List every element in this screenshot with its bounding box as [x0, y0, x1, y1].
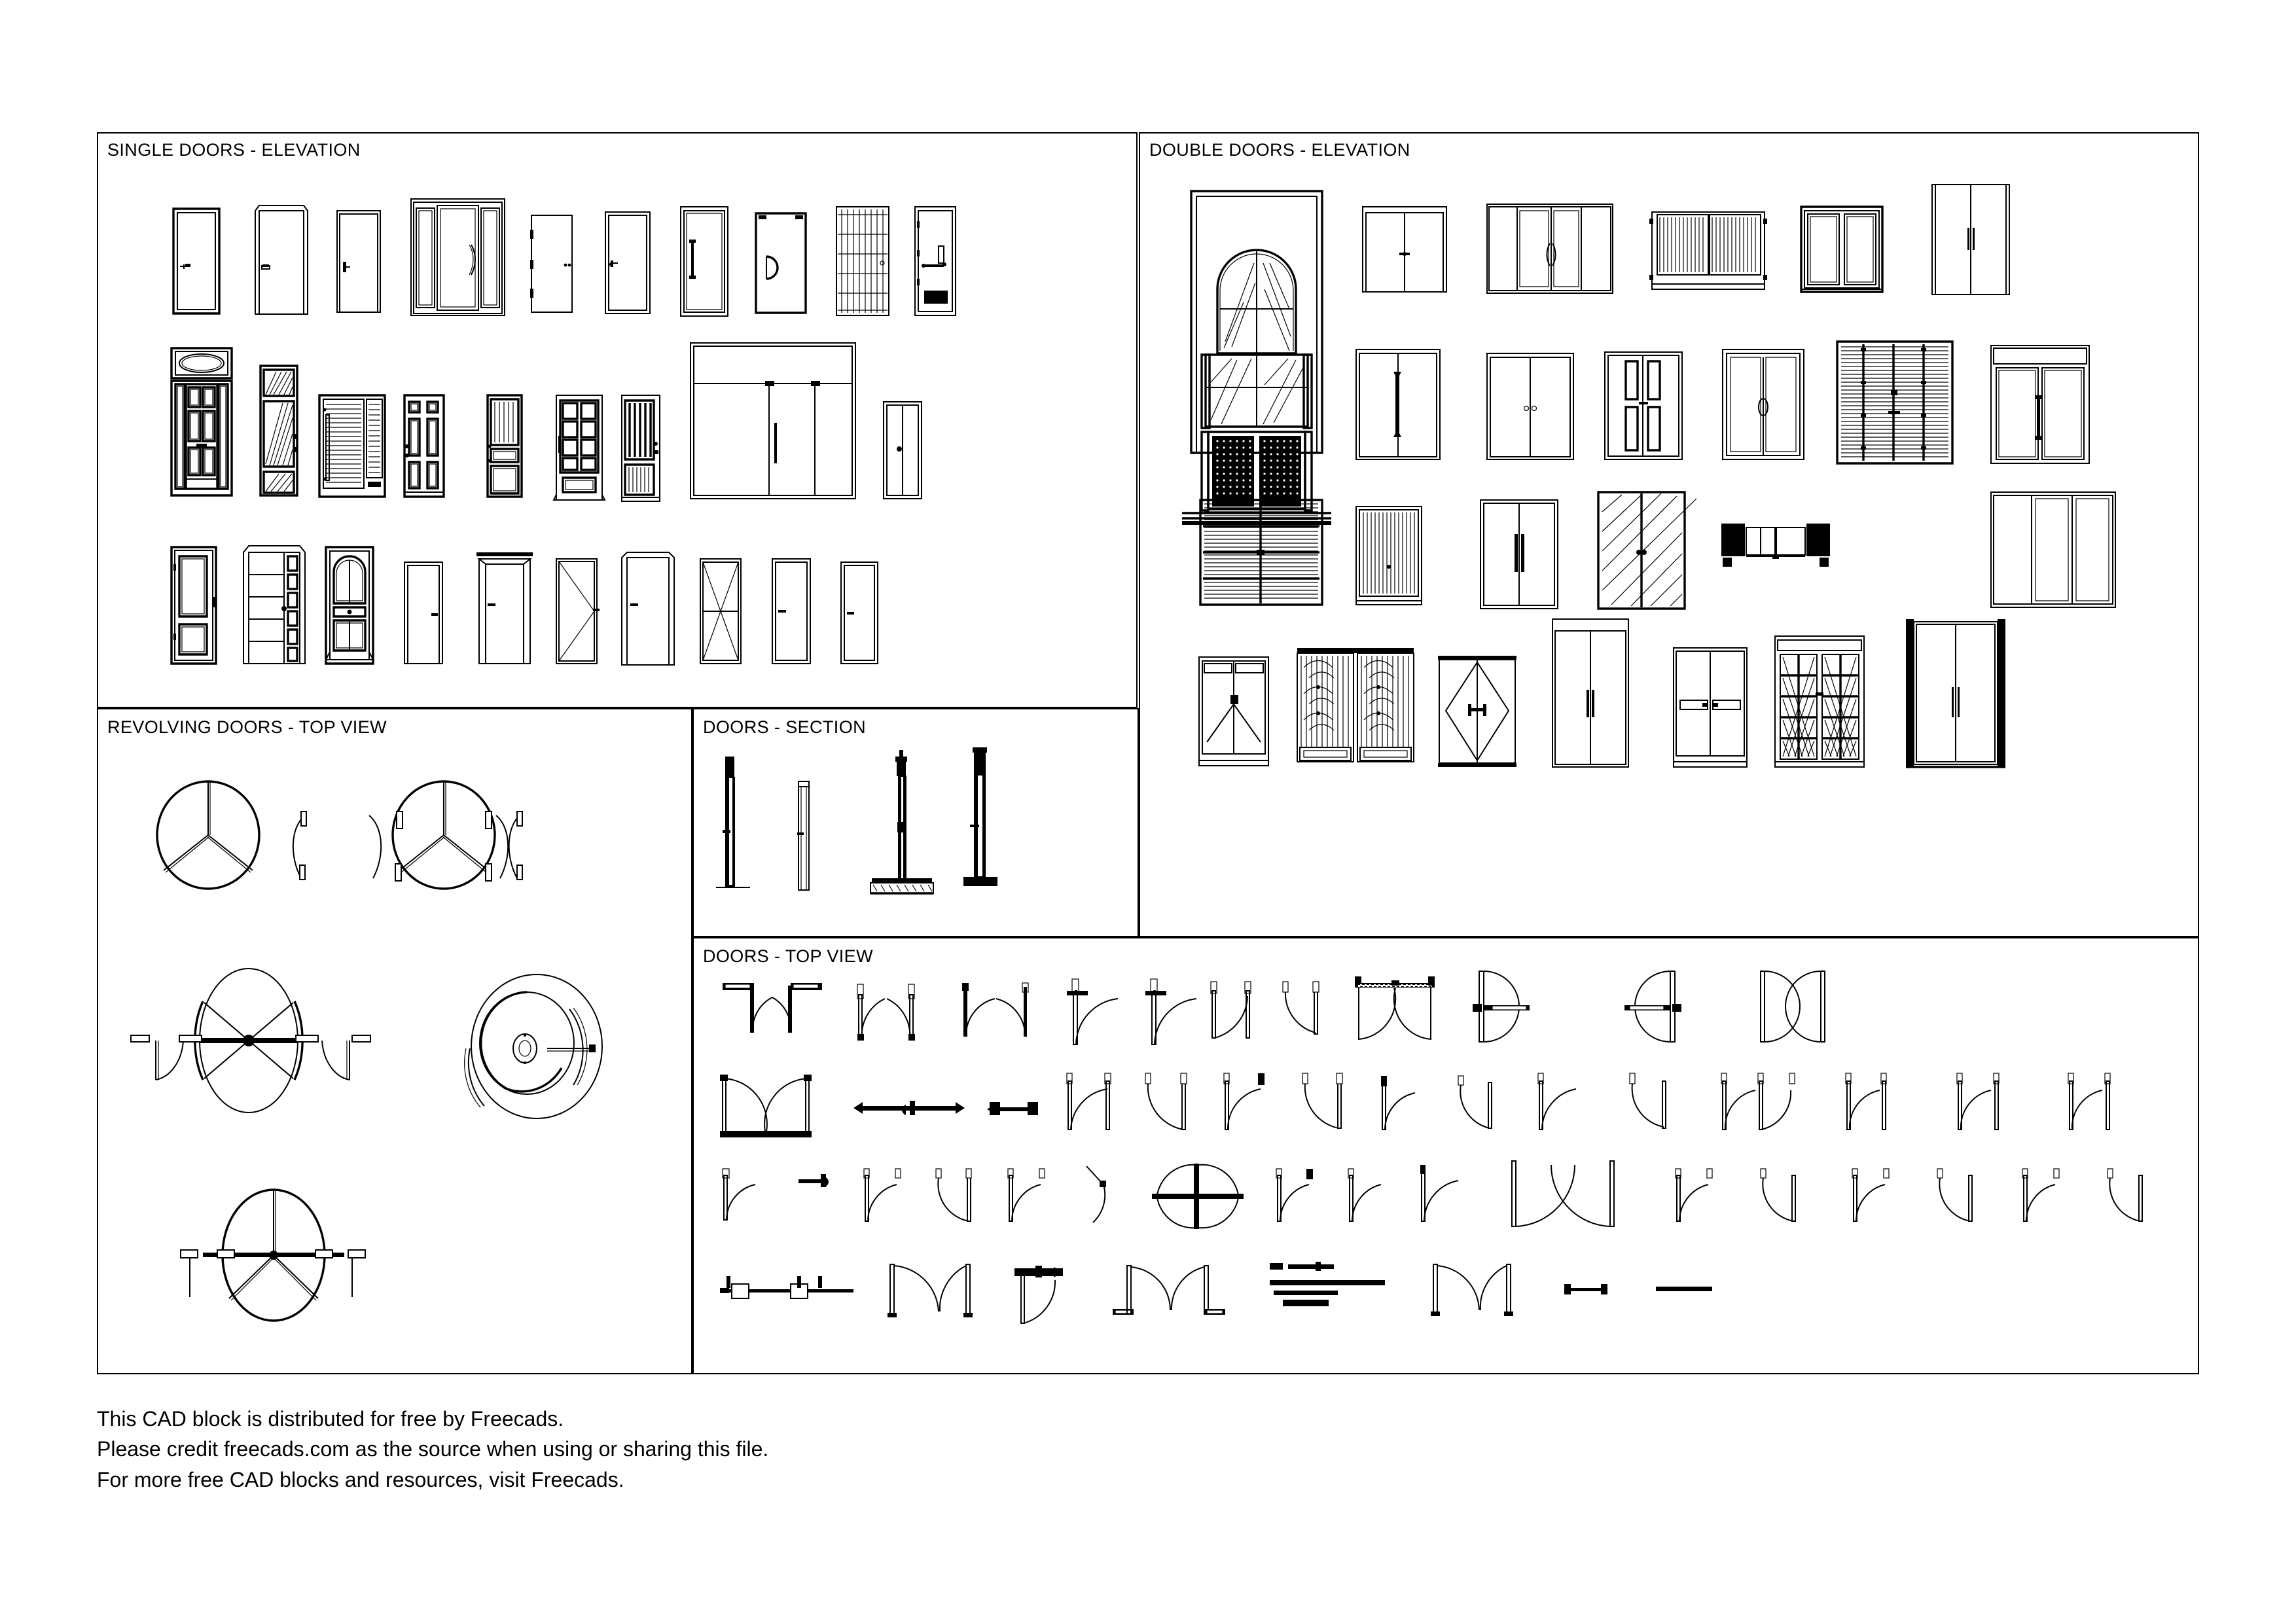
- revolving-doors-drawings: [98, 709, 691, 1373]
- panel-title-single-doors-elevation: SINGLE DOORS - ELEVATION: [107, 140, 361, 160]
- footer-credit: This CAD block is distributed for free b…: [97, 1404, 768, 1495]
- single-doors-drawings: [98, 134, 1136, 707]
- panel-doors-top-view: DOORS - TOP VIEW: [692, 937, 2199, 1374]
- panel-doors-section: DOORS - SECTION: [692, 708, 1139, 937]
- double-doors-drawings: [1140, 134, 2198, 936]
- panel-title-revolving-doors-top-view: REVOLVING DOORS - TOP VIEW: [107, 717, 387, 737]
- panel-single-doors-elevation: SINGLE DOORS - ELEVATION: [97, 132, 1138, 708]
- doors-top-view-drawings: [694, 938, 2198, 1373]
- panel-double-doors-elevation: DOUBLE DOORS - ELEVATION: [1139, 132, 2199, 937]
- panel-title-doors-section: DOORS - SECTION: [703, 717, 867, 737]
- panel-title-doors-top-view: DOORS - TOP VIEW: [703, 946, 873, 966]
- footer-line-3: For more free CAD blocks and resources, …: [97, 1467, 624, 1491]
- panel-title-double-doors-elevation: DOUBLE DOORS - ELEVATION: [1149, 140, 1410, 160]
- doors-section-drawings: [694, 709, 1138, 936]
- footer-line-1: This CAD block is distributed for free b…: [97, 1407, 564, 1431]
- panel-revolving-doors-top-view: REVOLVING DOORS - TOP VIEW: [97, 708, 692, 1374]
- footer-line-2: Please credit freecads.com as the source…: [97, 1437, 769, 1461]
